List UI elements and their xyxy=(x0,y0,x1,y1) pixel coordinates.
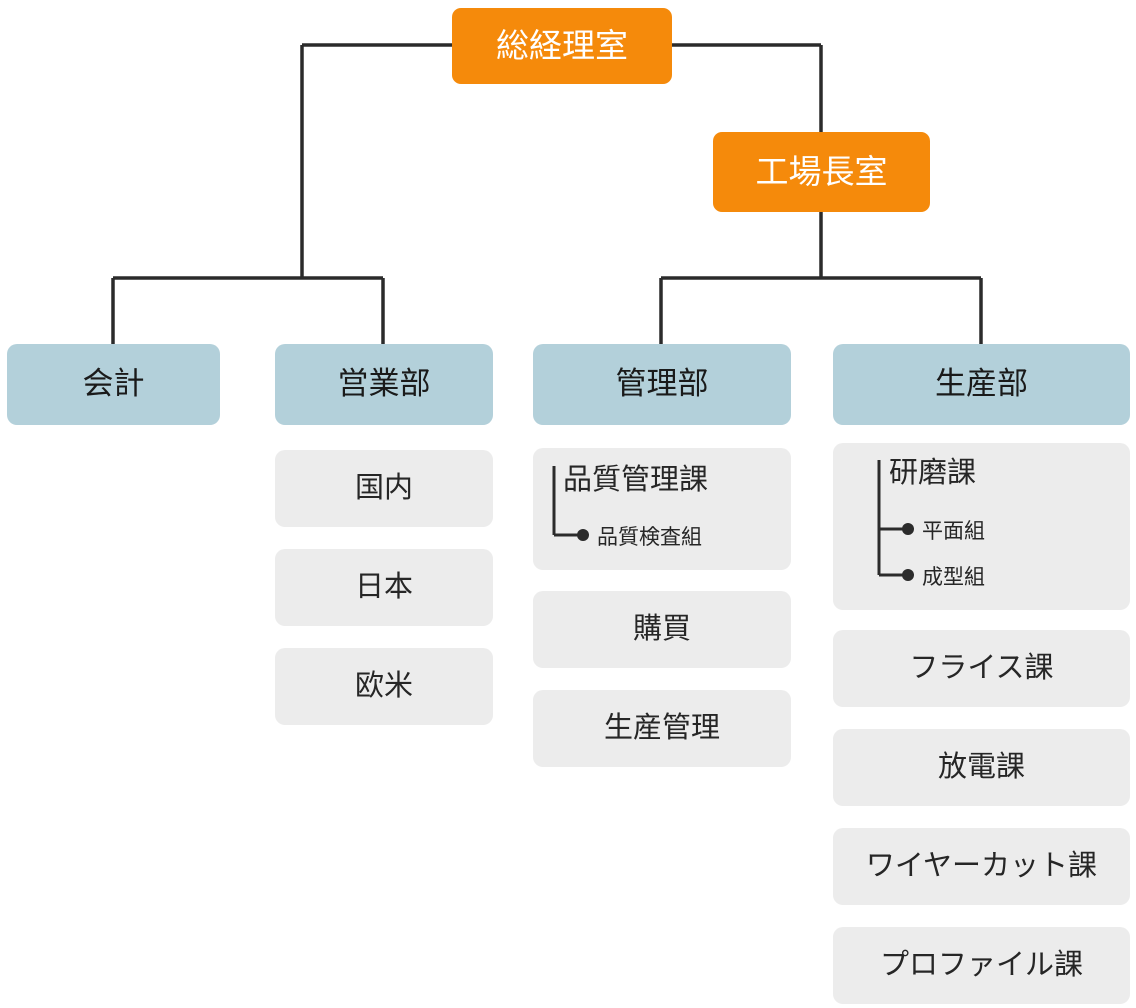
node-production-unit-grinding[interactable]: 研磨課 平面組 成型組 xyxy=(833,443,1130,610)
node-general-manager-office[interactable]: 総経理室 xyxy=(452,8,672,84)
node-department-production[interactable]: 生産部 xyxy=(833,344,1130,425)
node-factory-manager-office[interactable]: 工場長室 xyxy=(713,132,930,212)
node-admin-unit-production-control[interactable]: 生産管理 xyxy=(533,690,791,767)
node-department-accounting[interactable]: 会計 xyxy=(7,344,220,425)
label-quality-inspection-group: 品質検査組 xyxy=(597,526,702,549)
bullet-dot-icon xyxy=(902,569,914,581)
label-flat-surface-group: 平面組 xyxy=(922,520,985,543)
bullet-dot-icon xyxy=(902,523,914,535)
grinding-branch-lines xyxy=(877,460,914,581)
node-department-administration[interactable]: 管理部 xyxy=(533,344,791,425)
node-production-unit-milling[interactable]: フライス課 xyxy=(833,630,1130,707)
node-production-unit-wire-cut[interactable]: ワイヤーカット課 xyxy=(833,828,1130,905)
node-admin-unit-quality-control[interactable]: 品質管理課 品質検査組 xyxy=(533,448,791,570)
node-production-unit-profile[interactable]: プロファイル課 xyxy=(833,927,1130,1004)
label-molding-group: 成型組 xyxy=(922,566,985,589)
label-quality-control: 品質管理課 xyxy=(563,464,709,496)
node-department-sales[interactable]: 営業部 xyxy=(275,344,493,425)
node-sales-unit-japan[interactable]: 日本 xyxy=(275,549,493,626)
node-sales-unit-europe-america[interactable]: 欧米 xyxy=(275,648,493,725)
node-production-unit-edm[interactable]: 放電課 xyxy=(833,729,1130,806)
node-sales-unit-domestic[interactable]: 国内 xyxy=(275,450,493,527)
bullet-dot-icon xyxy=(577,529,589,541)
label-grinding-section: 研磨課 xyxy=(889,457,977,489)
node-admin-unit-purchasing[interactable]: 購買 xyxy=(533,591,791,668)
quality-control-branch-lines xyxy=(552,466,589,541)
